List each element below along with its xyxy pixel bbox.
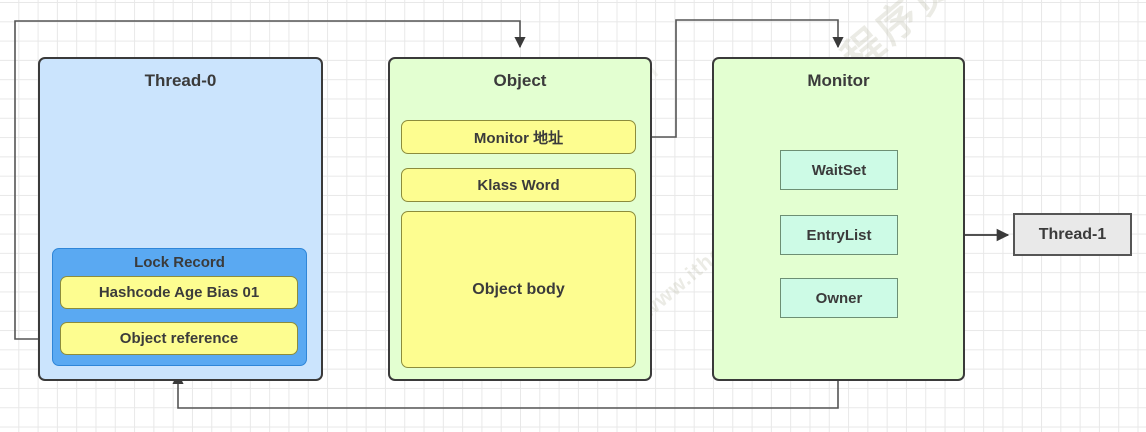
monitor-row-entrylist[interactable]: EntryList <box>780 215 898 255</box>
thread0-title: Thread-0 <box>144 71 217 90</box>
object-row-object-body[interactable]: Object body <box>401 211 636 368</box>
lock-record-title: Lock Record <box>134 254 225 271</box>
lock-record-row-object-reference[interactable]: Object reference <box>60 322 298 355</box>
lock-record-row-hashcode[interactable]: Hashcode Age Bias 01 <box>60 276 298 309</box>
monitor-row-owner[interactable]: Owner <box>780 278 898 318</box>
object-title: Object <box>493 71 547 90</box>
thread1-box[interactable]: Thread-1 <box>1013 213 1132 256</box>
object-row-monitor-address[interactable]: Monitor 地址 <box>401 120 636 154</box>
object-row-klass-word[interactable]: Klass Word <box>401 168 636 202</box>
monitor-title: Monitor <box>807 71 870 90</box>
monitor-row-waitset[interactable]: WaitSet <box>780 150 898 190</box>
